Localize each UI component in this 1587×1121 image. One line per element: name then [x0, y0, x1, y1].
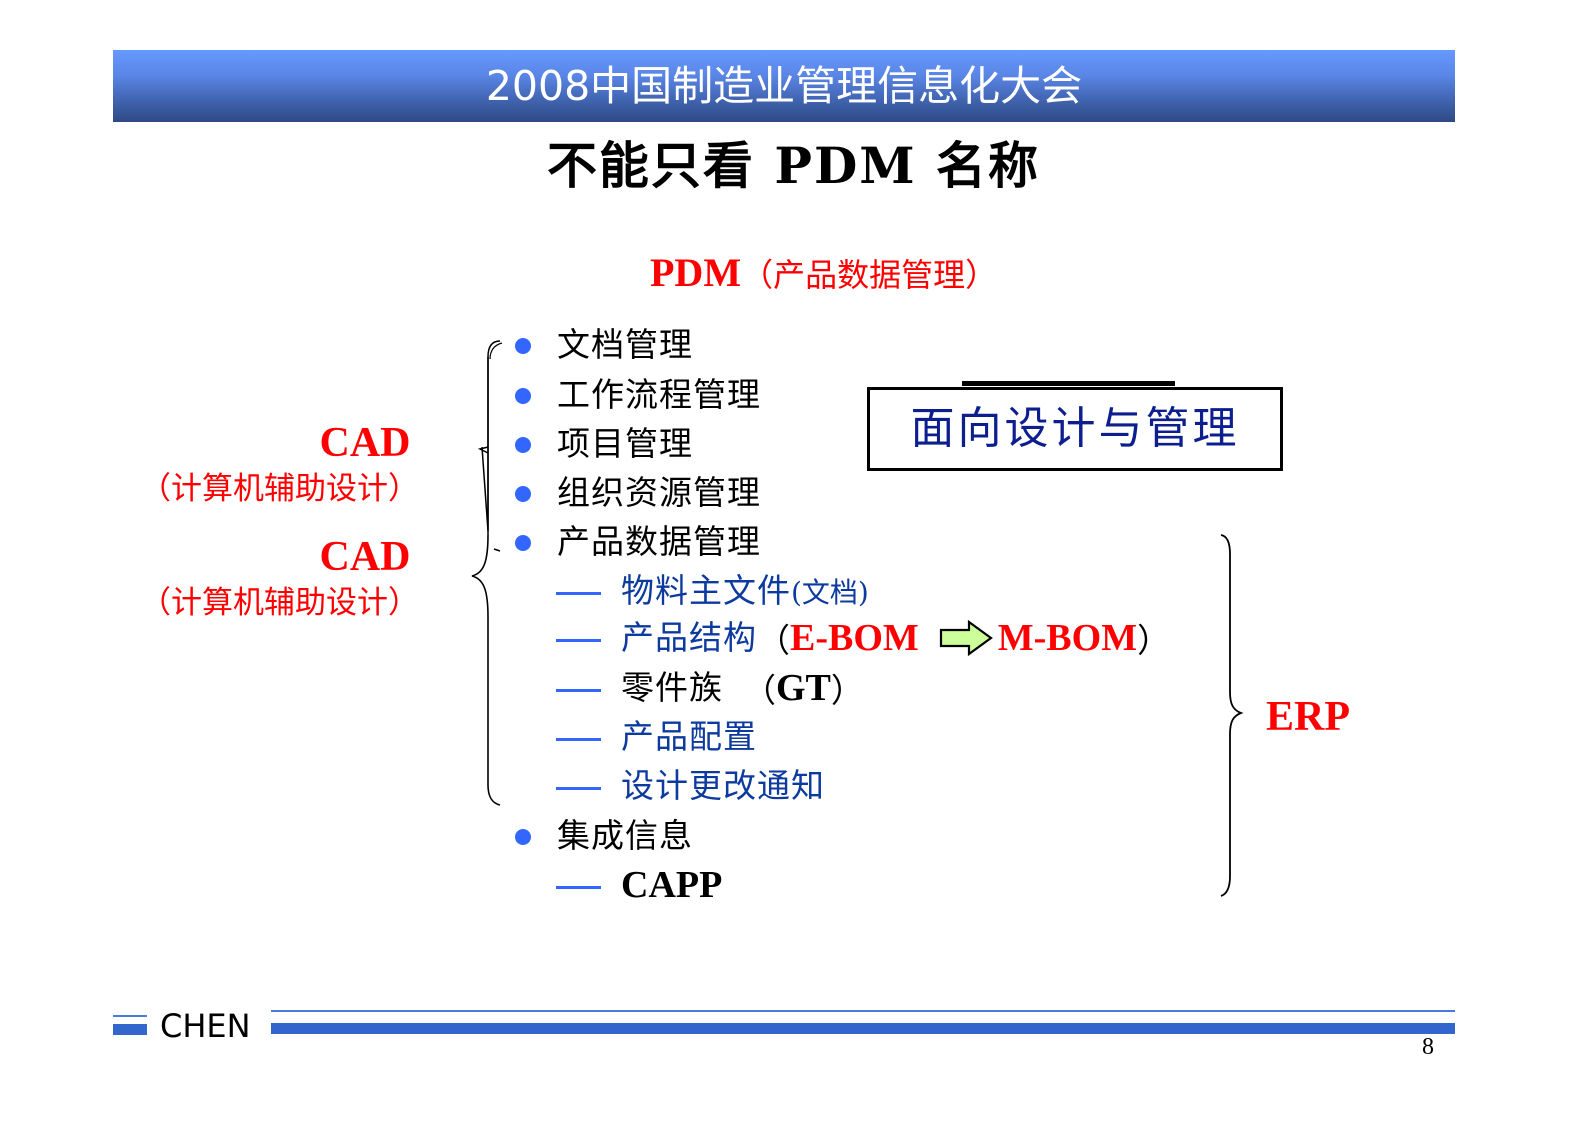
callout-text: 面向设计与管理 [910, 403, 1240, 454]
sub-list-item: 设计更改通知 [556, 762, 825, 810]
bullet-icon [515, 338, 531, 354]
list-item: 产品数据管理 [515, 518, 761, 566]
cad-label-group-1: CAD （计算机辅助设计） [140, 420, 470, 512]
sub-list-item: 产品配置 [556, 713, 757, 761]
pdm-expansion: （产品数据管理） [741, 256, 998, 294]
bullet-label: 工作流程管理 [557, 375, 761, 414]
slide-title: 不能只看 PDM 名称 [546, 136, 1041, 195]
bullet-icon [515, 829, 531, 845]
pdm-acronym: PDM [650, 250, 742, 295]
cad-acronym: CAD [319, 534, 411, 580]
header-banner: 2008中国制造业管理信息化大会 [113, 50, 1455, 122]
sub-list-item: 物料主文件(文档) [556, 567, 869, 615]
bullet-label: 组织资源管理 [557, 473, 761, 512]
sub-item-label: 产品结构 [621, 618, 757, 657]
open-paren: （ [757, 621, 790, 660]
list-item: 工作流程管理 [515, 371, 761, 419]
list-item: 项目管理 [515, 420, 693, 468]
banner-title: 2008中国制造业管理信息化大会 [485, 62, 1083, 110]
sub-list-item: 零件族 （GT） [556, 664, 864, 712]
close-paren: ） [1137, 621, 1171, 660]
open-paren: （ [743, 671, 776, 710]
arrow-right-icon [939, 620, 993, 656]
cad-expansion: （计算机辅助设计） [140, 471, 419, 507]
sub-item-label: 零件族 [621, 668, 723, 707]
footer-brand: CHEN [160, 1007, 251, 1045]
bullet-label: 集成信息 [557, 816, 693, 855]
page-number: 8 [1422, 1034, 1434, 1060]
box-shadow-line [962, 381, 1175, 386]
dash-icon [556, 638, 601, 642]
footer-rule [271, 1010, 1455, 1012]
footer-rule [113, 1015, 147, 1017]
dash-icon [556, 688, 601, 692]
bullet-label: 项目管理 [557, 424, 693, 463]
bullet-icon [515, 486, 531, 502]
dash-icon [556, 591, 601, 595]
dash-icon [556, 885, 601, 889]
footer-rule [113, 1024, 147, 1035]
list-item: 集成信息 [515, 812, 693, 860]
bullet-label: 文档管理 [557, 325, 693, 364]
bullet-icon [515, 437, 531, 453]
list-item: 文档管理 [515, 321, 693, 369]
sub-item-label: 设计更改通知 [621, 766, 825, 805]
sub-item-suffix: (文档) [791, 576, 869, 609]
left-brace-icon [471, 340, 503, 806]
pdm-heading: PDM（产品数据管理） [650, 250, 997, 298]
bullet-icon [515, 535, 531, 551]
cad-label-group-2: CAD （计算机辅助设计） [140, 534, 470, 626]
design-management-callout: 面向设计与管理 [867, 387, 1283, 471]
list-item: 组织资源管理 [515, 469, 761, 517]
close-paren: ） [830, 671, 864, 710]
capp-label: CAPP [621, 864, 723, 906]
dash-icon [556, 786, 601, 790]
bullet-label: 产品数据管理 [557, 522, 761, 561]
erp-label: ERP [1266, 694, 1350, 740]
footer-rule [271, 1023, 1455, 1034]
sub-item-label: 产品配置 [621, 717, 757, 756]
sub-list-item: CAPP [556, 861, 722, 909]
mbom-label: M-BOM [997, 617, 1138, 659]
bullet-icon [515, 388, 531, 404]
cad-acronym: CAD [319, 420, 411, 466]
dash-icon [556, 737, 601, 741]
sub-item-label: 物料主文件 [621, 571, 791, 610]
ebom-label: E-BOM [790, 617, 919, 659]
gt-label: GT [776, 667, 831, 709]
cad-expansion: （计算机辅助设计） [140, 585, 419, 621]
right-brace-icon [1220, 534, 1244, 897]
sub-list-item: 产品结构（E-BOM M-BOM） [556, 614, 1170, 662]
